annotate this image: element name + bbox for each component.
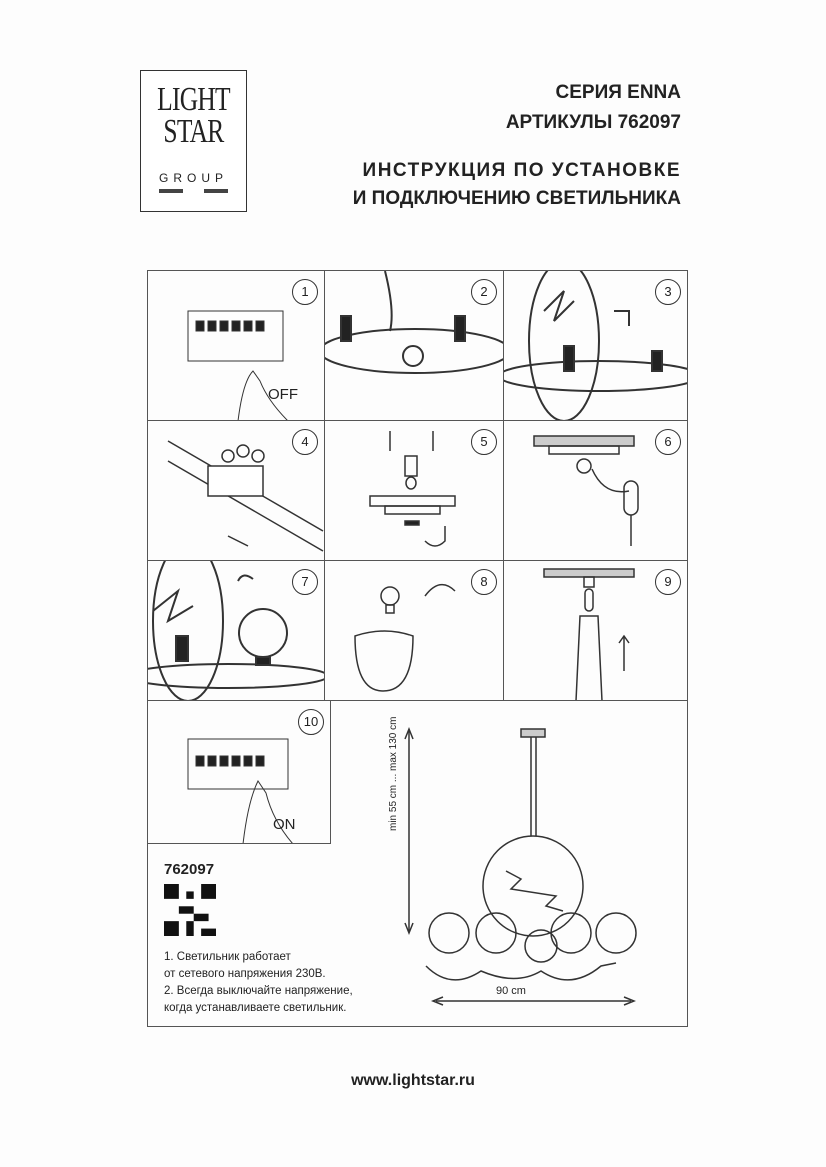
step-number: 10 <box>298 709 324 735</box>
step-9: 9 <box>504 561 687 701</box>
step-number: 1 <box>292 279 318 305</box>
logo-line3: GROUP <box>158 171 228 185</box>
step-number: 4 <box>292 429 318 455</box>
article-number: 762097 <box>164 861 215 878</box>
article-title: АРТИКУЛЫ 762097 <box>505 112 681 133</box>
step-3: 3 <box>504 271 687 421</box>
qr-code <box>164 884 216 936</box>
step-6: 6 <box>504 421 687 561</box>
wiring-illustration <box>325 271 503 374</box>
hook-chain-illustration <box>533 435 639 546</box>
note-line: 1. Светильник работает <box>164 951 291 963</box>
mount-arm-illustration <box>504 271 687 420</box>
step-7: 7 <box>148 561 325 701</box>
step-number: 5 <box>471 429 497 455</box>
step-2: 2 <box>325 271 504 421</box>
series-title: СЕРИЯ ENNA <box>555 82 682 103</box>
safety-notes: 1. Светильник работает от сетевого напря… <box>164 949 353 1017</box>
off-label: OFF <box>268 386 298 403</box>
ceiling-plate-illustration <box>369 431 456 547</box>
canopy-slide-illustration <box>543 568 635 700</box>
breaker-on-illustration <box>187 738 293 843</box>
instruction-title-1: ИНСТРУКЦИЯ ПО УСТАНОВКЕ <box>362 160 681 181</box>
logo-bar <box>159 189 228 193</box>
step-5: 5 <box>325 421 504 561</box>
step-number: 8 <box>471 569 497 595</box>
instruction-grid: 1 OFF 2 3 4 5 6 7 8 <box>147 270 688 1027</box>
width-label: 90 cm <box>496 985 526 997</box>
instruction-title-2: И ПОДКЛЮЧЕНИЮ СВЕТИЛЬНИКА <box>352 188 681 209</box>
step-number: 6 <box>655 429 681 455</box>
step-8: 8 <box>325 561 504 701</box>
step-number: 3 <box>655 279 681 305</box>
breaker-off-illustration <box>187 310 288 420</box>
note-line: когда устанавливаете светильник. <box>164 1002 347 1014</box>
step-4: 4 <box>148 421 325 561</box>
chandelier-dimensions-drawing <box>404 726 637 1006</box>
terminal-block-illustration <box>167 440 324 552</box>
on-label: ON <box>273 816 296 833</box>
logo-line1: LIGHT <box>157 81 230 118</box>
step-number: 9 <box>655 569 681 595</box>
bulb-install-illustration <box>354 583 456 692</box>
step-number: 2 <box>471 279 497 305</box>
step-10: 10 ON <box>148 701 331 844</box>
shade-install-illustration <box>148 561 324 700</box>
step-1: 1 OFF <box>148 271 325 421</box>
note-line: 2. Всегда выключайте напряжение, <box>164 985 353 997</box>
height-label: min 55 cm ... max 130 cm <box>388 716 399 831</box>
step-number: 7 <box>292 569 318 595</box>
note-line: от сетевого напряжения 230В. <box>164 968 326 980</box>
logo-line2: STAR <box>163 113 224 150</box>
website-link[interactable]: www.lightstar.ru <box>351 1072 475 1089</box>
lightstar-logo: LIGHT STAR GROUP <box>140 70 247 212</box>
